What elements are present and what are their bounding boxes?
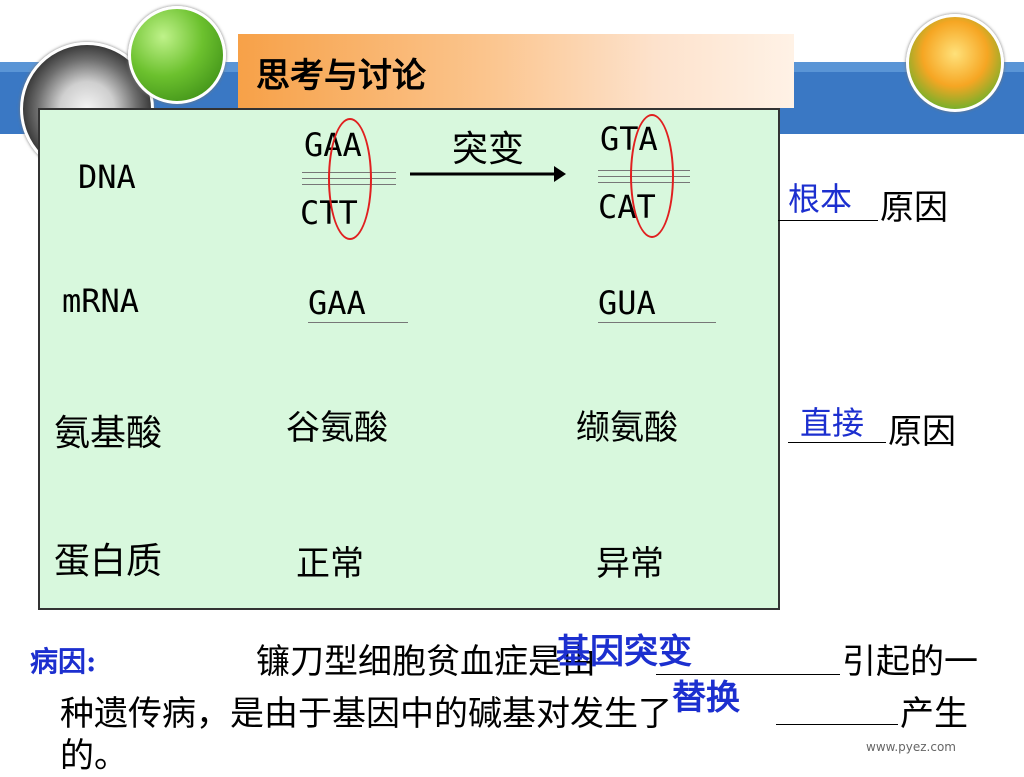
title-bar bbox=[238, 34, 794, 108]
direct-cause-answer: 直接 bbox=[800, 404, 865, 442]
mutation-label: 突变 bbox=[452, 129, 525, 170]
root-cause-blank bbox=[778, 220, 878, 221]
cause-label: 病因: bbox=[30, 645, 97, 678]
highlight-oval-normal bbox=[328, 118, 372, 240]
root-cause-answer: 根本 bbox=[788, 180, 853, 218]
direct-cause-blank bbox=[788, 442, 886, 443]
cause-line-1-end: 引起的一 bbox=[842, 642, 978, 682]
cause-line-1: 镰刀型细胞贫血症是由 bbox=[256, 642, 596, 682]
cause-blank-1 bbox=[656, 674, 840, 675]
protein-normal: 正常 bbox=[296, 544, 364, 584]
highlight-oval-mutant bbox=[630, 114, 674, 238]
amino-acid-mutant: 缬氨酸 bbox=[576, 408, 678, 448]
mutation-arrow-icon bbox=[410, 166, 566, 182]
green-sphere-image bbox=[128, 6, 226, 104]
amino-acid-normal: 谷氨酸 bbox=[286, 408, 388, 448]
protein-mutant: 异常 bbox=[596, 544, 664, 584]
direct-cause-label: 原因 bbox=[888, 412, 956, 452]
mrna-mutant: GUA bbox=[598, 284, 656, 322]
row-label-dna: DNA bbox=[78, 158, 136, 196]
cause-line-2-end: 产生 bbox=[900, 694, 968, 734]
row-label-amino-acid: 氨基酸 bbox=[54, 413, 163, 454]
root-cause-label: 原因 bbox=[880, 188, 948, 228]
answer-gene-mutation: 基因突变 bbox=[556, 632, 692, 672]
cause-line-3: 的。 bbox=[60, 736, 128, 776]
mrna-mutant-underline bbox=[598, 322, 716, 323]
mrna-normal-underline bbox=[308, 322, 408, 323]
cause-line-2: 种遗传病，是由于基因中的碱基对发生了 bbox=[60, 694, 672, 734]
cause-blank-2 bbox=[776, 724, 898, 725]
mrna-normal: GAA bbox=[308, 284, 366, 322]
watermark: www.pyez.com bbox=[866, 740, 956, 754]
page-title: 思考与讨论 bbox=[256, 56, 426, 96]
tulip-image bbox=[906, 14, 1004, 112]
row-label-mrna: mRNA bbox=[62, 282, 140, 320]
row-label-protein: 蛋白质 bbox=[54, 541, 163, 582]
answer-substitution: 替换 bbox=[672, 678, 740, 718]
